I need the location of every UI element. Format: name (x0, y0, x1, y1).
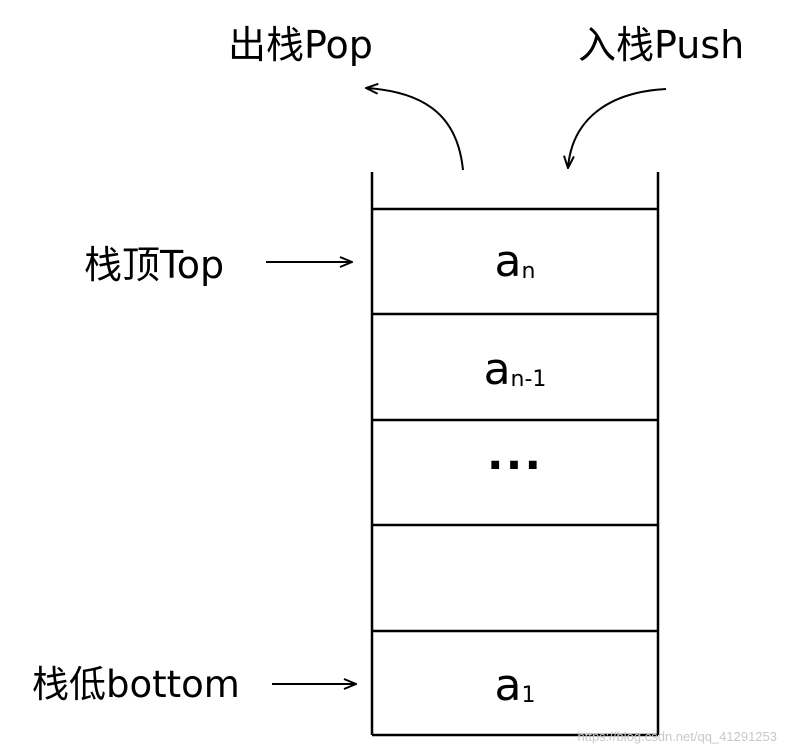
watermark: https://blog.csdn.net/qq_41291253 (577, 729, 778, 744)
cell-subscript: n-1 (510, 367, 547, 392)
cell-main-text: ··· (486, 440, 544, 491)
top-label: 栈顶Top (84, 243, 225, 287)
stack-cell-an-1: an-1 (372, 348, 658, 392)
pop-arrow (366, 88, 464, 171)
cell-main-text: a (494, 660, 522, 711)
cell-main-text: a (494, 236, 522, 287)
bottom-label: 栈低bottom (32, 663, 240, 706)
cell-subscript: n (521, 259, 536, 284)
push-label: 入栈Push (578, 23, 745, 67)
cell-subscript: 1 (521, 683, 536, 708)
stack-cell-ellipsis: ··· (372, 444, 658, 488)
pop-label: 出栈Pop (228, 23, 373, 67)
cell-main-text: a (483, 344, 511, 395)
push-arrow (568, 88, 667, 168)
stack-cell-an: an (372, 240, 658, 284)
stack-cell-a1: a1 (372, 664, 658, 708)
